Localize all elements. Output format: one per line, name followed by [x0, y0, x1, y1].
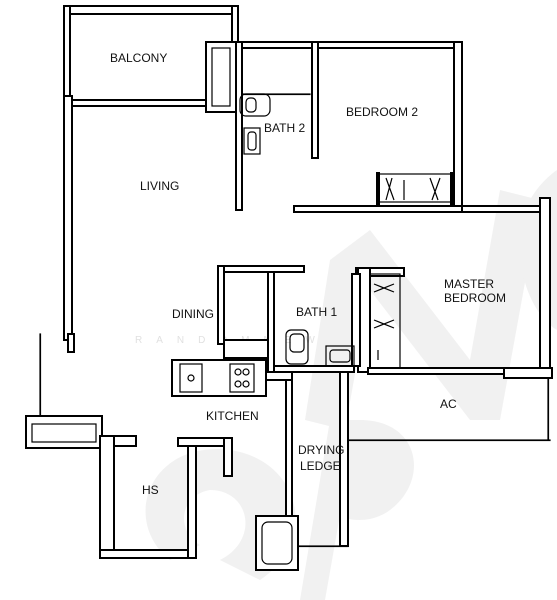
- bedroom2-label: BEDROOM 2: [346, 105, 418, 119]
- dining-label: DINING: [172, 307, 214, 321]
- kitchen-label: KITCHEN: [206, 409, 259, 423]
- bath2-label: BATH 2: [264, 121, 305, 135]
- kitchen-counter: [171, 359, 293, 397]
- kitchen-hs-block: [25, 333, 233, 559]
- hs-label: HS: [142, 483, 159, 497]
- watermark-letter-p: [300, 420, 414, 600]
- drying-ledge-label-line1: DRYING: [298, 443, 344, 457]
- living-label: LIVING: [140, 179, 179, 193]
- bath1-block: [217, 265, 361, 373]
- master-bedroom-label-line2: BEDROOM: [444, 291, 506, 305]
- drying-ledge-label-line2: LEDGE: [300, 459, 341, 473]
- drying-ledge-block: [255, 371, 349, 571]
- balcony-label: BALCONY: [110, 51, 167, 65]
- bath2-block: [205, 41, 321, 211]
- watermark-letter-e2: [518, 170, 557, 330]
- bath1-label: BATH 1: [296, 305, 337, 319]
- living-left-wall: [63, 95, 75, 353]
- master-bedroom-label-line1: MASTER: [444, 277, 494, 291]
- ac-label: AC: [440, 397, 457, 411]
- bedroom2-block: [293, 41, 463, 213]
